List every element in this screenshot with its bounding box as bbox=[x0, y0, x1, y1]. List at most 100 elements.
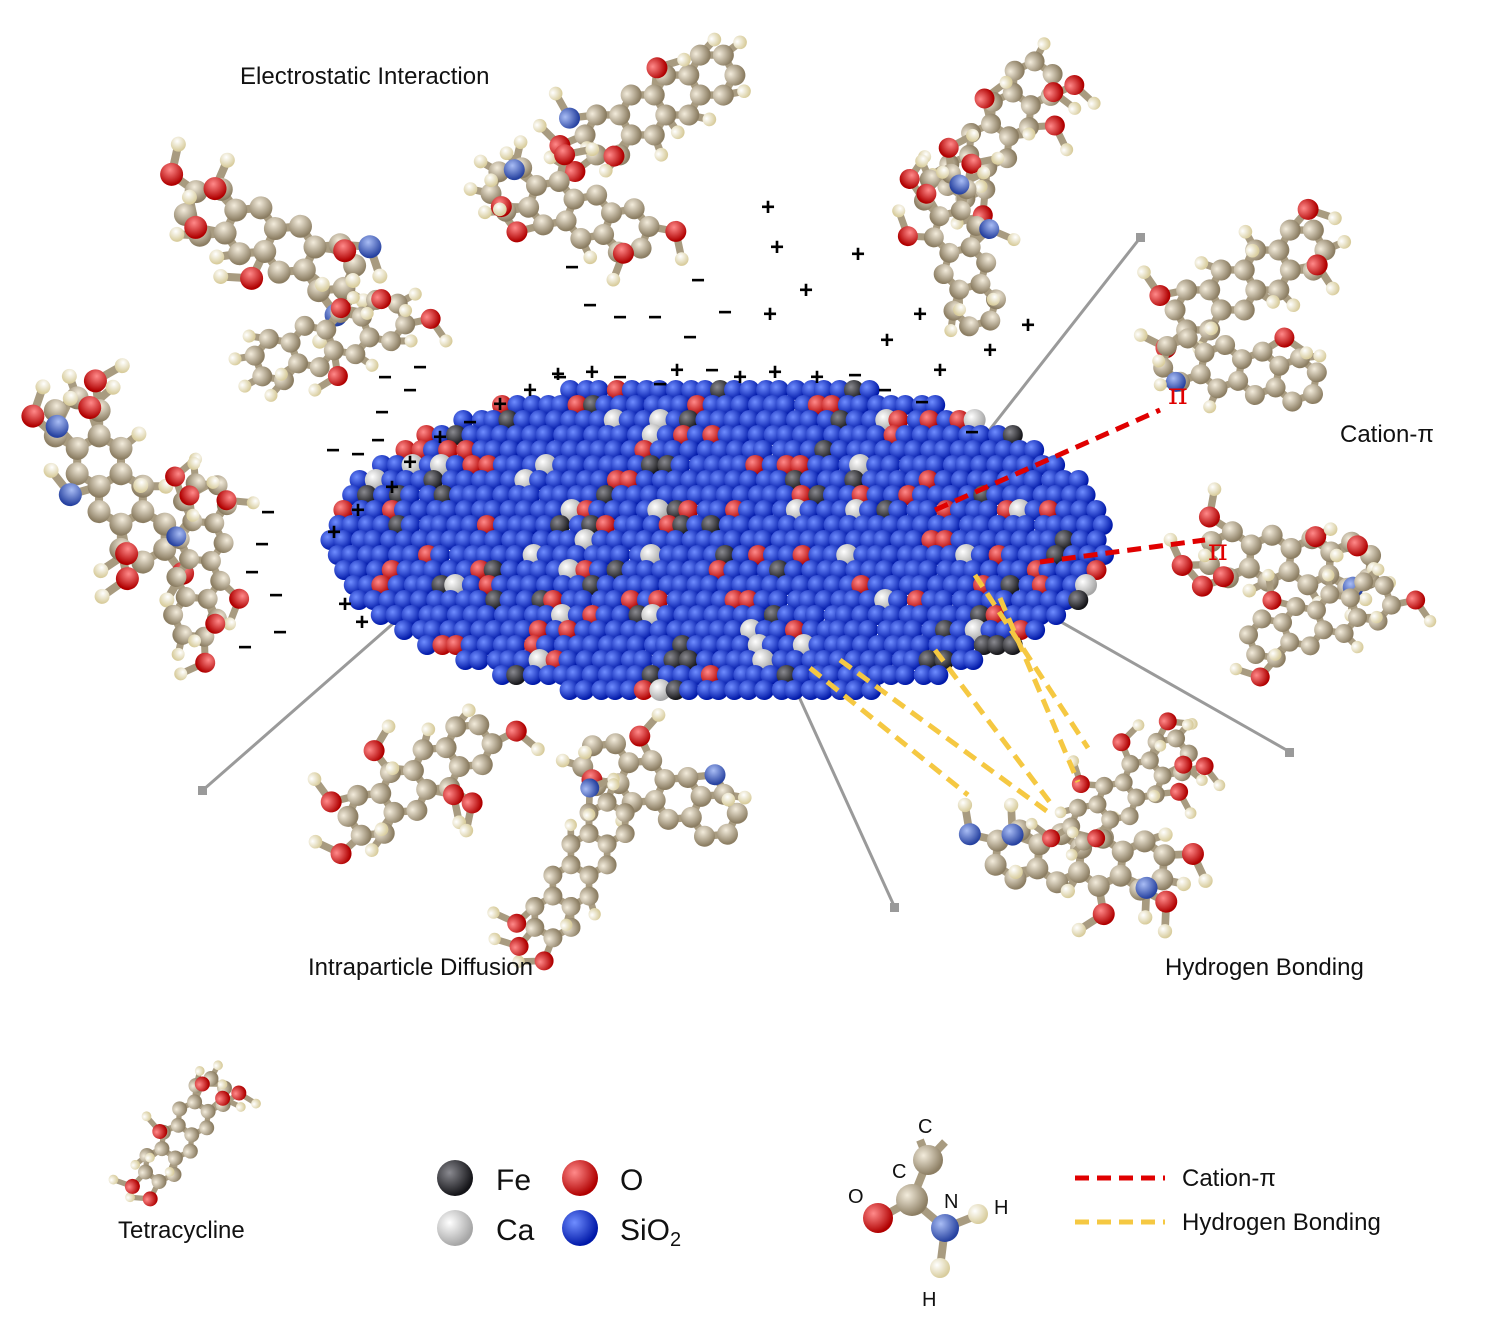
label-cation-pi: Cation-π bbox=[1340, 421, 1434, 448]
sio2-sphere bbox=[475, 545, 496, 565]
legend-swatch-sio2 bbox=[562, 1210, 598, 1246]
sio2-sphere bbox=[903, 440, 924, 460]
hydrogen-atom bbox=[43, 462, 59, 478]
fe-sphere bbox=[423, 470, 444, 490]
carbon-atom bbox=[561, 855, 581, 875]
oxygen-sphere bbox=[687, 395, 708, 415]
sio2-sphere bbox=[568, 575, 589, 595]
sio2-sphere bbox=[567, 605, 588, 625]
carbon-atom bbox=[1265, 377, 1286, 398]
legend-swatch-o bbox=[562, 1160, 598, 1196]
carbon-atom bbox=[1297, 574, 1319, 596]
hydrogen-atom bbox=[125, 1192, 135, 1203]
sio2-sphere bbox=[867, 635, 888, 655]
carbon-atom bbox=[1314, 620, 1334, 640]
hydrogen-atom bbox=[219, 152, 235, 168]
carbon-atom bbox=[1381, 595, 1401, 615]
sio2-sphere bbox=[927, 485, 948, 505]
carbon-atom bbox=[609, 104, 631, 126]
carbon-atom bbox=[303, 235, 327, 259]
hydrogen-atom bbox=[892, 204, 906, 218]
carbon-atom bbox=[693, 825, 715, 847]
carbon-atom bbox=[288, 214, 312, 238]
negative-charge: − bbox=[565, 254, 579, 281]
sio2-sphere bbox=[829, 470, 850, 490]
sio2-sphere bbox=[423, 560, 444, 580]
sio2-sphere bbox=[611, 635, 632, 655]
sio2-sphere bbox=[850, 395, 871, 415]
amide-carbon bbox=[896, 1184, 928, 1216]
sio2-sphere bbox=[927, 575, 948, 595]
hydrogen-atom bbox=[1328, 211, 1342, 226]
carbon-atom bbox=[615, 803, 635, 823]
sio2-sphere bbox=[343, 575, 364, 595]
carbon-atom bbox=[199, 1120, 215, 1136]
oxygen-atom bbox=[1274, 327, 1295, 348]
sio2-sphere bbox=[415, 575, 436, 595]
sio2-sphere bbox=[520, 485, 541, 505]
sio2-sphere bbox=[656, 605, 677, 625]
sio2-sphere bbox=[813, 380, 834, 400]
pointer-end bbox=[1285, 748, 1294, 757]
hydrogen-atom bbox=[242, 329, 256, 343]
sio2-sphere bbox=[581, 635, 602, 655]
fe-sphere bbox=[678, 410, 699, 430]
oxygen-atom bbox=[1195, 757, 1214, 776]
hydrogen-atom bbox=[677, 52, 691, 67]
fe-sphere bbox=[987, 635, 1008, 655]
sio2-sphere bbox=[679, 680, 700, 700]
sio2-sphere bbox=[1076, 515, 1097, 535]
sio2-sphere bbox=[776, 575, 797, 595]
sio2-sphere bbox=[461, 485, 482, 505]
amide-nitrogen bbox=[931, 1214, 959, 1242]
hydrogen-atom bbox=[61, 368, 77, 384]
sio2-sphere bbox=[911, 425, 932, 445]
sio2-sphere bbox=[423, 620, 444, 640]
hydrogen-atom bbox=[1066, 826, 1079, 839]
hydrogen-atom bbox=[737, 790, 752, 805]
hydrogen-atom bbox=[235, 1102, 246, 1112]
sio2-sphere bbox=[845, 680, 866, 700]
hydrogen-atom bbox=[1068, 101, 1082, 115]
hydrogen-atom bbox=[670, 125, 685, 140]
hydrogen-bond-line bbox=[808, 666, 970, 797]
carbon-atom bbox=[309, 357, 330, 378]
sio2-sphere bbox=[516, 440, 537, 460]
sio2-sphere bbox=[745, 575, 766, 595]
oxygen-atom bbox=[216, 490, 237, 511]
carbon-atom bbox=[249, 196, 273, 220]
hydrogen-atom bbox=[484, 173, 498, 188]
hydrogen-atom bbox=[439, 334, 453, 348]
hydrogen-atom bbox=[532, 118, 547, 133]
pointer-line-intraparticle-left bbox=[202, 598, 421, 792]
sio2-sphere bbox=[889, 440, 910, 460]
fe-sphere bbox=[830, 410, 851, 430]
carbon-atom bbox=[172, 624, 193, 645]
oxygen-atom bbox=[646, 57, 668, 79]
sio2-sphere bbox=[822, 485, 843, 505]
sio2-sphere bbox=[596, 575, 617, 595]
sio2-sphere bbox=[903, 530, 924, 550]
sio2-sphere bbox=[703, 455, 724, 475]
sio2-sphere bbox=[866, 545, 887, 565]
negative-charge: − bbox=[269, 582, 283, 609]
positive-charge: + bbox=[799, 277, 813, 304]
sio2-sphere bbox=[731, 545, 752, 565]
sio2-sphere bbox=[454, 530, 475, 550]
oxygen-atom bbox=[612, 242, 634, 264]
carbon-atom bbox=[1302, 219, 1324, 241]
negative-charge: − bbox=[648, 304, 662, 331]
oxygen-atom bbox=[1212, 566, 1234, 588]
sio2-sphere bbox=[807, 575, 828, 595]
sio2-sphere bbox=[364, 500, 385, 520]
carbon-atom bbox=[406, 799, 428, 821]
sio2-sphere bbox=[490, 545, 511, 565]
fe-sphere bbox=[776, 665, 797, 685]
negative-charge: − bbox=[375, 399, 389, 426]
amide-carbon bbox=[913, 1145, 943, 1175]
carbon-atom bbox=[1153, 766, 1172, 785]
hydrogen-atom bbox=[105, 379, 121, 395]
carbon-atom bbox=[543, 928, 563, 948]
hydrogen-atom bbox=[1372, 563, 1385, 576]
sio2-sphere bbox=[651, 530, 672, 550]
